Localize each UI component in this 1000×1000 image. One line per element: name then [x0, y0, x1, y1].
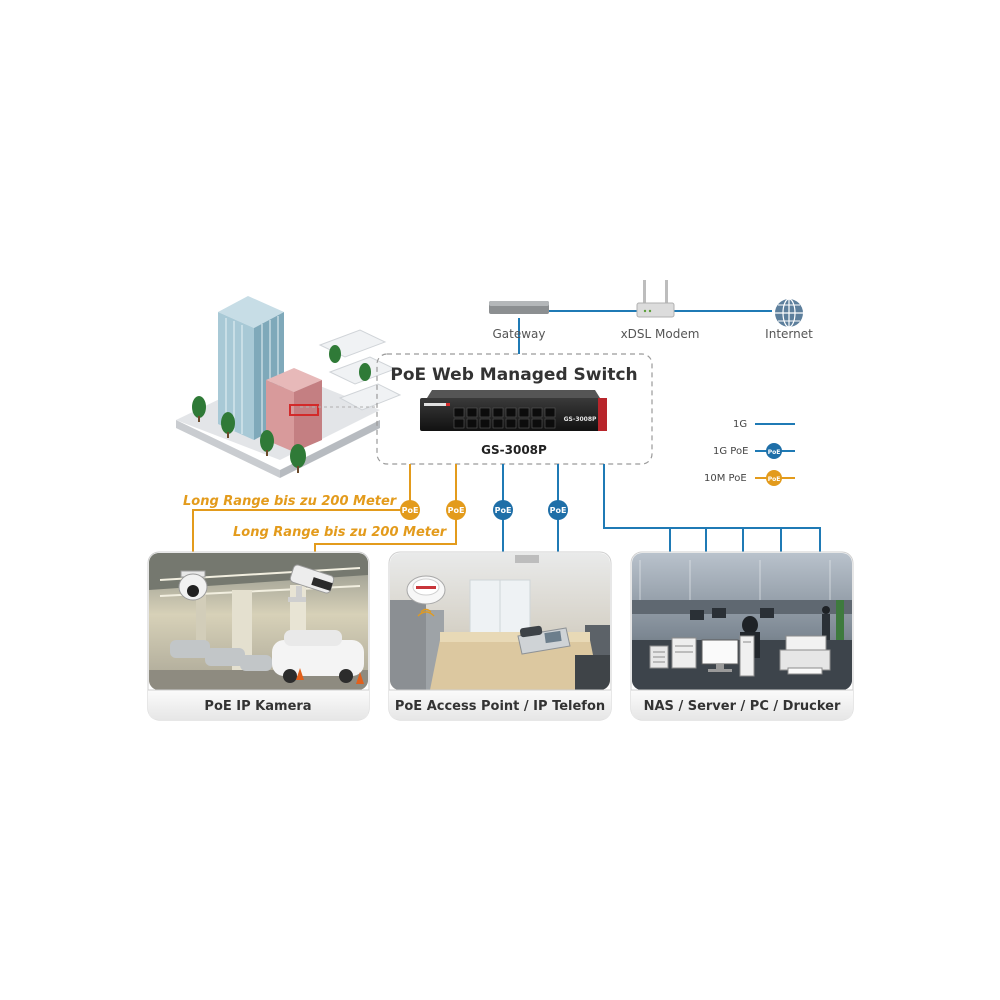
panel-access-point: PoE Access Point / IP Telefon — [388, 551, 612, 721]
internet-label: Internet — [765, 327, 813, 341]
poe-badge-access-point: PoE — [493, 500, 513, 520]
poe-badge-ip-phone: PoE — [548, 500, 568, 520]
pc-monitor-icon — [701, 639, 739, 672]
internet-globe-icon — [775, 298, 803, 328]
long-range-label-1: Long Range bis zu 200 Meter — [183, 494, 398, 509]
switch-model: GS-3008P — [481, 443, 547, 457]
svg-text:PoE: PoE — [768, 449, 781, 456]
modem-device — [636, 280, 675, 318]
bullet-camera-icon — [288, 564, 335, 602]
poe-badge-camera-2: PoE — [446, 500, 466, 520]
panel-office-caption: NAS / Server / PC / Drucker — [644, 699, 841, 714]
gateway-label: Gateway — [492, 327, 545, 341]
switch-front-model: GS-3008P — [564, 416, 597, 423]
long-range-label-2: Long Range bis zu 200 Meter — [233, 525, 448, 540]
switch-frame — [376, 353, 653, 465]
ip-phone-device-icon — [517, 625, 571, 655]
svg-text:PoE: PoE — [402, 506, 419, 515]
poe-badge-camera-1: PoE — [400, 500, 420, 520]
gateway-device — [489, 301, 549, 314]
panel-camera: PoE IP Kamera — [147, 551, 370, 721]
switch-title: PoE Web Managed Switch — [390, 365, 637, 385]
panel-access-point-caption: PoE Access Point / IP Telefon — [395, 699, 605, 714]
svg-text:PoE: PoE — [768, 476, 781, 483]
legend-1g-label: 1G — [733, 419, 747, 430]
dome-camera-icon — [178, 570, 208, 601]
printer-device-icon — [779, 635, 831, 675]
legend: 1G 1G PoE PoE 10M PoE PoE — [704, 419, 795, 486]
server-device-icon — [671, 637, 697, 669]
svg-text:PoE: PoE — [448, 506, 465, 515]
panel-office: NAS / Server / PC / Drucker — [630, 551, 854, 721]
building-illustration — [176, 296, 402, 478]
legend-poe-blue-badge: PoE — [766, 443, 782, 459]
pc-tower-icon — [739, 635, 755, 677]
panel-camera-caption: PoE IP Kamera — [204, 699, 311, 714]
legend-poe-orange-badge: PoE — [766, 470, 782, 486]
legend-10m-poe-label: 10M PoE — [704, 473, 747, 484]
svg-text:PoE: PoE — [495, 506, 512, 515]
access-point-device-icon — [406, 575, 446, 617]
legend-1g-poe-label: 1G PoE — [713, 446, 748, 457]
nas-device-icon — [649, 645, 669, 669]
svg-text:PoE: PoE — [550, 506, 567, 515]
switch-device: GS-3008P — [420, 390, 607, 431]
modem-label: xDSL Modem — [621, 327, 700, 341]
